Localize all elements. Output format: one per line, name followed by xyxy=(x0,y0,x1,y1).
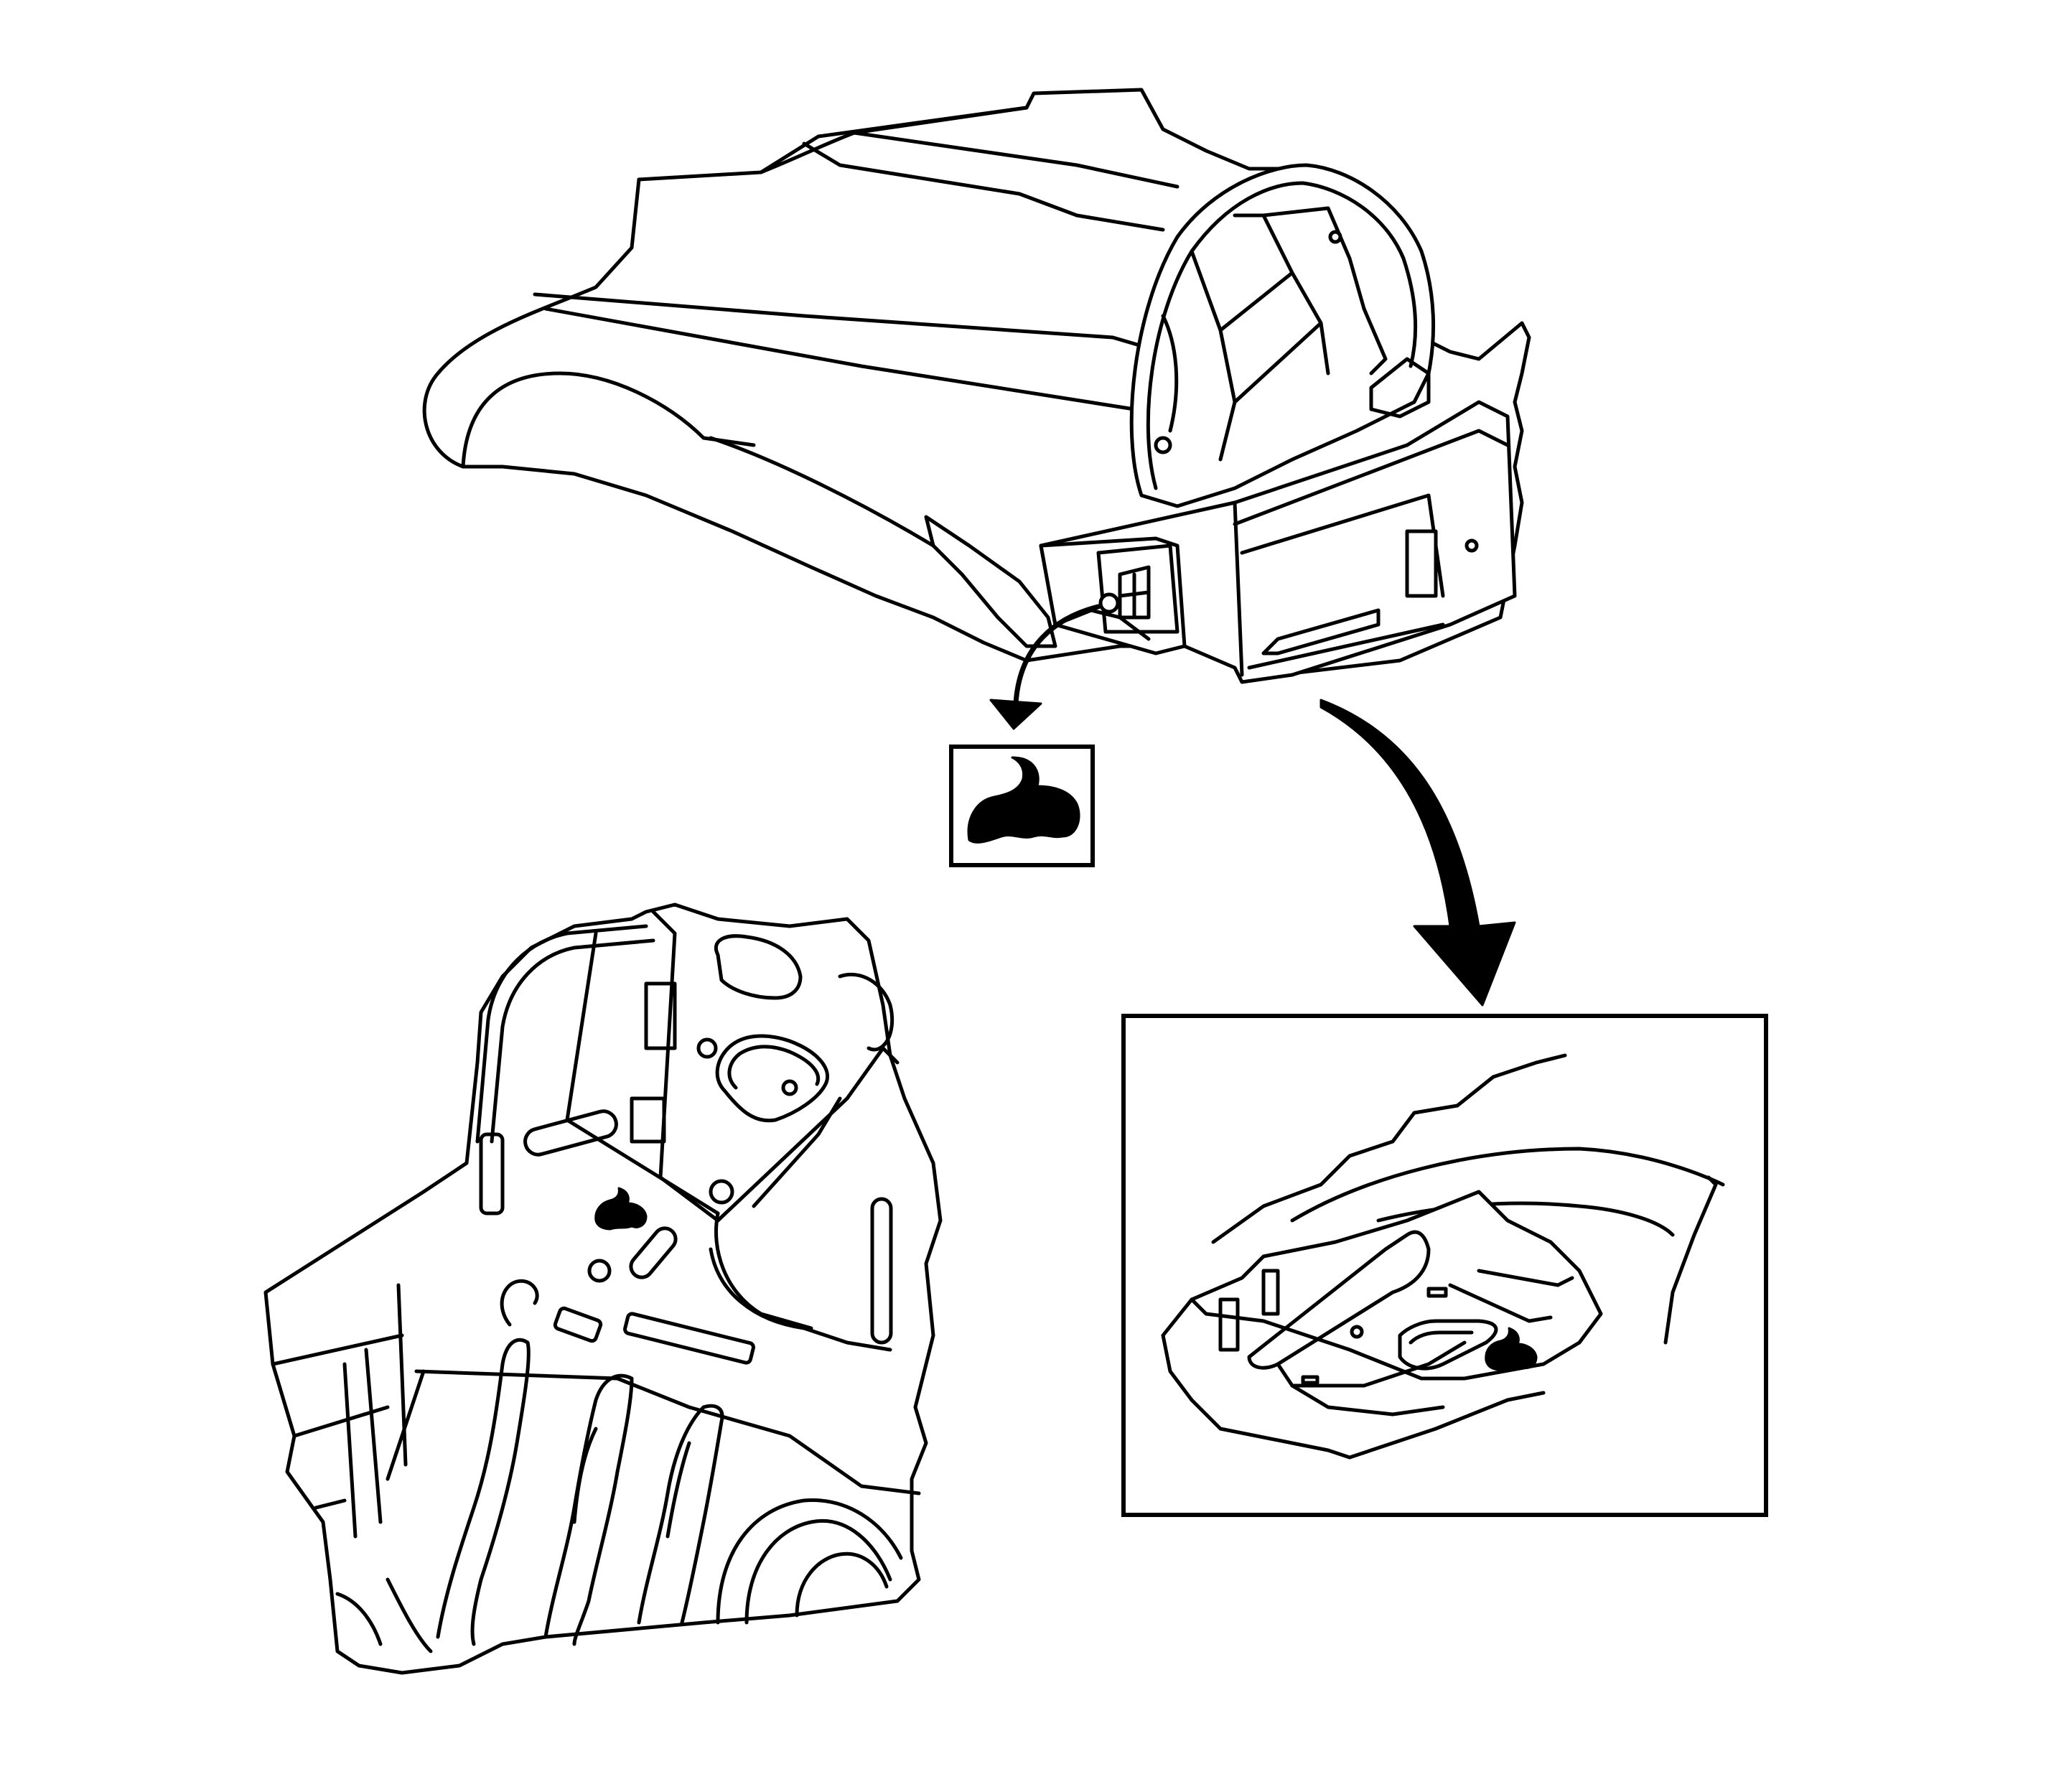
detail-right-hole xyxy=(1350,1325,1364,1339)
wheel-lip-front xyxy=(461,371,756,469)
detail-left-oval-opening xyxy=(715,1034,829,1123)
rail-extension-grid-2 xyxy=(1118,572,1151,620)
panel-crease-3 xyxy=(852,131,1180,189)
wheelhouse-inner-5 xyxy=(1161,314,1179,433)
detail-right-tab-2 xyxy=(1261,1269,1280,1316)
detail-left-wing xyxy=(838,972,894,1052)
mig-plug-weld-symbol-icon xyxy=(967,756,1080,844)
detail-left-hole-3 xyxy=(709,1179,734,1205)
detail-right-fender-lip xyxy=(1663,1175,1718,1345)
detail-right-bracket xyxy=(1448,1283,1553,1323)
detail-left-slot-1 xyxy=(523,1109,618,1157)
detail-left-slot-2 xyxy=(629,1226,678,1279)
panel-crease-mid xyxy=(802,141,1165,232)
panel-crease-rear xyxy=(759,106,1029,174)
detail-left-arc-1 xyxy=(744,1519,892,1625)
rail-line-3 xyxy=(1240,493,1445,598)
wheel-lip-inner xyxy=(709,436,935,548)
mig-plug-weld-symbol-icon-right xyxy=(1485,1327,1538,1371)
detail-right-small-slot xyxy=(1301,1375,1319,1385)
wheelhouse-bracket xyxy=(1369,357,1431,419)
wheelhouse-hole xyxy=(1154,436,1172,454)
detail-left-rib-3 xyxy=(637,1404,724,1625)
rail-line-2 xyxy=(1233,429,1510,526)
detail-left-pad-1 xyxy=(553,1306,603,1343)
rear-compartment-detail xyxy=(263,902,943,1675)
wheelhouse-inner-3 xyxy=(1261,206,1388,375)
detail-left-hook xyxy=(500,1279,539,1327)
detail-right-rail xyxy=(1190,1190,1603,1381)
detail-left-pipe-outer xyxy=(475,924,648,1144)
wheelhouse-rim-outer xyxy=(1129,163,1436,508)
detail-right-base xyxy=(1190,1391,1546,1460)
arrow-to-legend-head xyxy=(989,699,1042,730)
detail-right-tab xyxy=(1218,1297,1240,1352)
detail-right-bracket-2 xyxy=(1477,1269,1574,1287)
mig-plug-weld-symbol-icon-left xyxy=(594,1187,648,1231)
detail-left-rib-2-inner xyxy=(572,1427,598,1524)
detail-left-left-rails xyxy=(342,1283,408,1539)
detail-left-outline xyxy=(263,902,943,1675)
detail-left-sill xyxy=(709,1247,892,1352)
detail-right-base-2 xyxy=(1161,1297,1194,1402)
arrow-to-detail-right xyxy=(1319,699,1516,1007)
detail-right-rail-beam-edge xyxy=(1276,1340,1467,1388)
rail-extension-grid-1 xyxy=(1118,565,1151,620)
weld-symbol-legend xyxy=(949,745,1095,867)
detail-right-slot xyxy=(1398,1319,1498,1371)
detail-left-hole-2 xyxy=(781,1079,798,1096)
detail-right-small-slot-2 xyxy=(1426,1287,1448,1298)
detail-left-arc-3 xyxy=(795,1551,889,1618)
rail-slot xyxy=(1261,608,1381,655)
rail-hole xyxy=(1465,538,1479,553)
wheelhouse-hole-2 xyxy=(1328,230,1342,244)
detail-left-tab-1 xyxy=(644,981,677,1050)
detail-left-sill-2 xyxy=(714,1211,813,1330)
detail-right-fender-top xyxy=(1211,1053,1567,1244)
front-lower-structure xyxy=(924,515,1057,648)
wheelhouse-rim-inner xyxy=(1146,181,1418,490)
detail-left-tub-edge xyxy=(414,1369,921,1495)
detail-left-bottom-wave xyxy=(335,1577,433,1653)
rail-patch xyxy=(1405,529,1438,598)
detail-left-pipe-inner xyxy=(490,938,655,1144)
detail-left-hole-4 xyxy=(587,1259,612,1283)
detail-left-oval-opening-inner xyxy=(727,1045,821,1090)
detail-left-rib-3-inner xyxy=(665,1441,691,1539)
arrow-to-legend xyxy=(1013,604,1101,706)
detail-right-frame xyxy=(1121,1014,1768,1517)
detail-left-slot-4 xyxy=(870,1197,893,1345)
detail-left-rib-2 xyxy=(543,1373,634,1646)
wheelhouse-inner-1 xyxy=(1190,249,1237,462)
detail-right-rail-box xyxy=(1290,1383,1445,1417)
rail-extension-detail-inset xyxy=(1121,1014,1768,1517)
detail-left-pad-2 xyxy=(623,1312,755,1365)
detail-left-slot-3 xyxy=(479,1132,505,1215)
weld-location-marker xyxy=(1098,592,1120,614)
callout-arrows xyxy=(989,604,1516,1007)
legend-frame xyxy=(949,745,1095,867)
detail-right-fender-curve xyxy=(1290,1147,1725,1223)
detail-right-slot-inner xyxy=(1409,1330,1474,1345)
detail-left-hole-1 xyxy=(696,1037,718,1059)
detail-left-tab-2 xyxy=(630,1096,666,1144)
rail-line-4 xyxy=(1247,622,1445,670)
quarter-panel-overview xyxy=(422,88,1531,684)
rail-line-1 xyxy=(1233,500,1244,677)
wheelhouse-inner-4 xyxy=(1218,271,1323,404)
detail-left-tri-opening xyxy=(714,934,803,1000)
detail-right-rail-beam xyxy=(1247,1230,1431,1370)
detail-left-diagonal xyxy=(752,1096,842,1208)
detail-left-rib-1 xyxy=(436,1338,531,1646)
detail-left-arc-2 xyxy=(716,1498,903,1625)
